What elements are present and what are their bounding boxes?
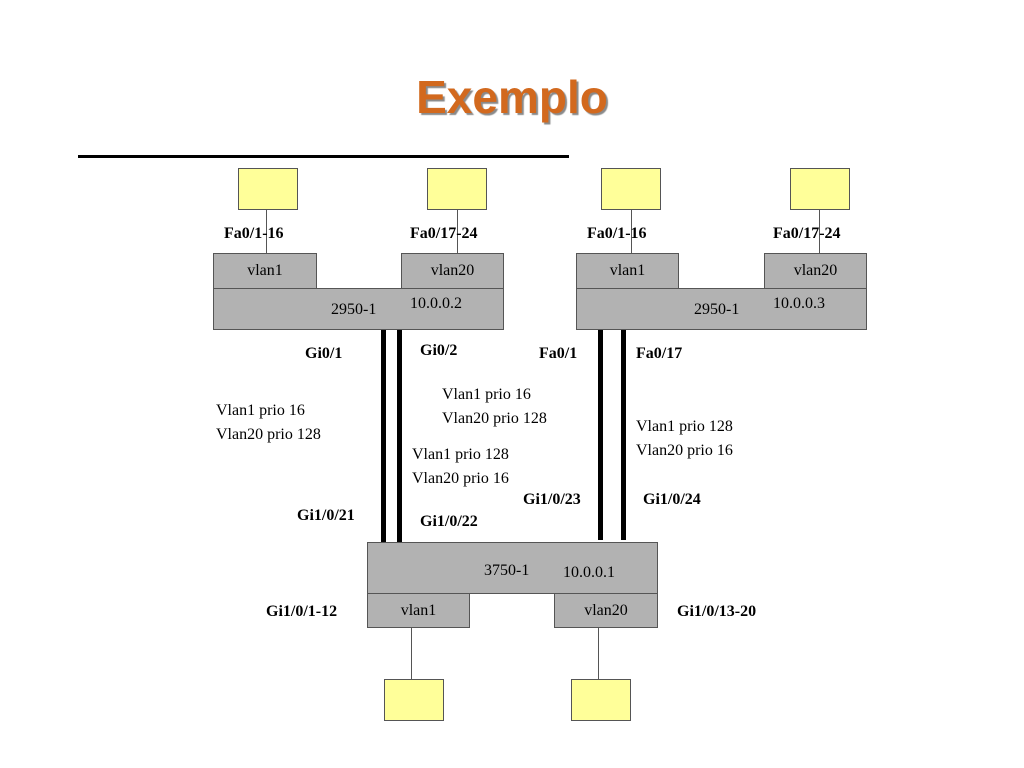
port-label-right-b: Fa0/17-24 bbox=[773, 225, 841, 242]
slide-title: Exemplo bbox=[416, 71, 608, 123]
host-left-vlan20 bbox=[427, 168, 487, 210]
core-port-gi1-0-21: Gi1/0/21 bbox=[297, 507, 355, 524]
uplink-label-fa0-17: Fa0/17 bbox=[636, 345, 683, 362]
prio-fa0-17-vlan1: Vlan1 prio 128 bbox=[636, 418, 733, 435]
core-port-gi1-0-22: Gi1/0/22 bbox=[420, 513, 478, 530]
prio-gi0-1-vlan1: Vlan1 prio 16 bbox=[216, 402, 305, 419]
host-link-right-b bbox=[819, 210, 820, 254]
host-right-vlan20 bbox=[790, 168, 850, 210]
switch-left-vlan20 bbox=[401, 253, 504, 289]
port-label-left-b: Fa0/17-24 bbox=[410, 225, 478, 242]
uplink-label-gi0-2: Gi0/2 bbox=[420, 342, 458, 359]
switch-right-name: 2950-1 bbox=[694, 301, 740, 318]
trunk-fa0-17 bbox=[621, 330, 626, 540]
prio-gi0-2-vlan1: Vlan1 prio 128 bbox=[412, 446, 509, 463]
switch-core-vlan1-label: vlan1 bbox=[400, 602, 437, 619]
switch-core-vlan20-label: vlan20 bbox=[584, 602, 628, 619]
switch-right-ip: 10.0.0.3 bbox=[773, 295, 825, 312]
host-link-left-a bbox=[266, 210, 267, 254]
uplink-label-gi0-1: Gi0/1 bbox=[305, 345, 343, 362]
host-core-vlan1 bbox=[384, 679, 444, 721]
switch-core-vlan20 bbox=[554, 593, 658, 628]
core-access-ports-b: Gi1/0/13-20 bbox=[677, 603, 757, 620]
host-left-vlan1 bbox=[238, 168, 298, 210]
prio-gi0-2-vlan20: Vlan20 prio 16 bbox=[412, 470, 509, 487]
switch-core-body bbox=[367, 542, 658, 594]
host-link-core-a bbox=[411, 627, 412, 680]
host-link-core-b bbox=[598, 627, 599, 680]
trunk-fa0-1 bbox=[598, 330, 603, 540]
trunk-gi0-1 bbox=[381, 330, 386, 546]
trunk-gi0-2 bbox=[397, 330, 402, 546]
uplink-label-fa0-1: Fa0/1 bbox=[539, 345, 578, 362]
host-link-left-b bbox=[457, 210, 458, 254]
prio-mid-vlan20: Vlan20 prio 128 bbox=[442, 410, 547, 427]
switch-core-vlan1 bbox=[367, 593, 470, 628]
port-label-right-a: Fa0/1-16 bbox=[587, 225, 647, 242]
switch-left-ip: 10.0.0.2 bbox=[410, 295, 462, 312]
core-access-ports-a: Gi1/0/1-12 bbox=[266, 603, 338, 620]
core-port-gi1-0-23: Gi1/0/23 bbox=[523, 491, 581, 508]
core-port-gi1-0-24: Gi1/0/24 bbox=[643, 491, 701, 508]
switch-left-vlan1-label: vlan1 bbox=[247, 262, 283, 279]
title-underline bbox=[78, 155, 569, 158]
port-label-left-a: Fa0/1-16 bbox=[224, 225, 284, 242]
switch-left-name: 2950-1 bbox=[331, 301, 377, 318]
switch-left-body bbox=[213, 288, 504, 330]
host-right-vlan1 bbox=[601, 168, 661, 210]
switch-right-vlan20-label: vlan20 bbox=[793, 262, 838, 279]
host-core-vlan20 bbox=[571, 679, 631, 721]
switch-left-vlan20-label: vlan20 bbox=[430, 262, 475, 279]
switch-right-vlan1-label: vlan1 bbox=[609, 262, 646, 279]
switch-right-body bbox=[576, 288, 867, 330]
switch-core-name: 3750-1 bbox=[484, 562, 530, 579]
prio-fa0-17-vlan20: Vlan20 prio 16 bbox=[636, 442, 733, 459]
prio-mid-vlan1: Vlan1 prio 16 bbox=[442, 386, 531, 403]
switch-core-ip: 10.0.0.1 bbox=[563, 564, 615, 581]
switch-right-vlan20 bbox=[764, 253, 867, 289]
host-link-right-a bbox=[631, 210, 632, 254]
prio-gi0-1-vlan20: Vlan20 prio 128 bbox=[216, 426, 321, 443]
